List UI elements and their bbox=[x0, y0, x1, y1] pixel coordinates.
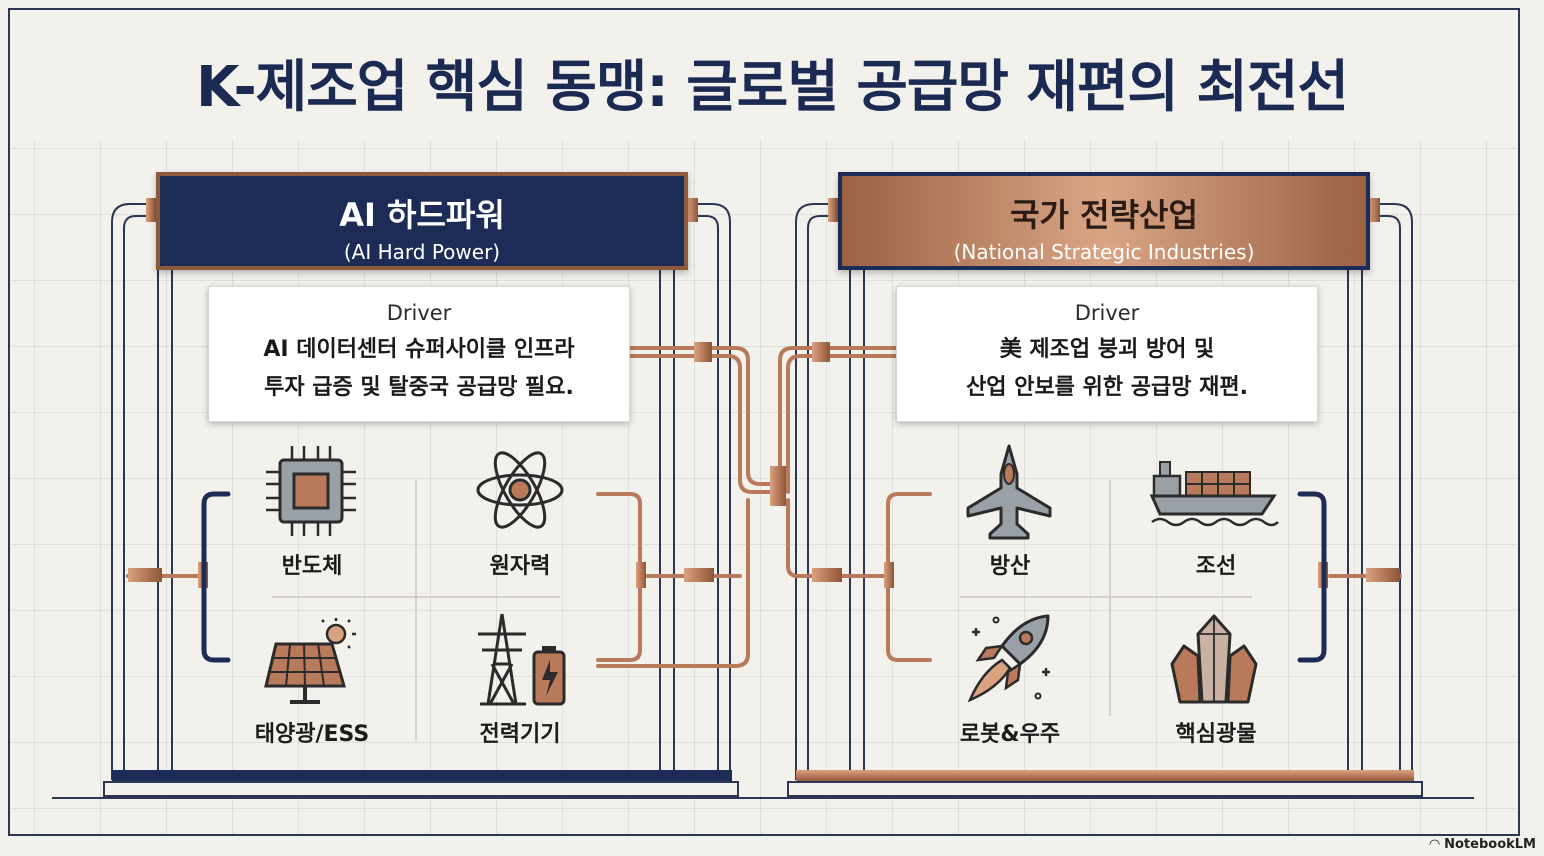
title-band bbox=[10, 10, 1518, 140]
driver-text-line1: AI 데이터센터 슈퍼사이클 인프라 bbox=[263, 337, 575, 362]
crystal-icon bbox=[1170, 614, 1258, 704]
item-label-nuclear: 원자력 bbox=[489, 554, 551, 579]
item-label-shipbuilding: 조선 bbox=[1195, 554, 1237, 579]
driver-label: Driver bbox=[386, 301, 452, 325]
driver-text-line1: 美 제조업 붕괴 방어 및 bbox=[999, 337, 1215, 362]
notebooklm-logo-icon: ◠ bbox=[1429, 837, 1445, 852]
atom-icon bbox=[476, 451, 564, 529]
item-label-critical-minerals: 핵심광물 bbox=[1175, 722, 1257, 747]
cargo-ship-icon bbox=[1150, 461, 1279, 527]
item-label-robot-space: 로봇&우주 bbox=[959, 722, 1061, 747]
header-title: AI 하드파워 bbox=[339, 196, 505, 234]
driver-text-line2: 산업 안보를 위한 공급망 재편. bbox=[966, 375, 1248, 400]
item-label-semiconductor: 반도체 bbox=[281, 554, 343, 579]
header-subtitle: (National Strategic Industries) bbox=[953, 240, 1255, 264]
watermark-text: NotebookLM bbox=[1444, 837, 1536, 852]
driver-label: Driver bbox=[1074, 301, 1140, 325]
driver-box-left: Driver AI 데이터센터 슈퍼사이클 인프라 투자 급증 및 탈중국 공급… bbox=[208, 286, 630, 422]
driver-box-right: Driver 美 제조업 붕괴 방어 및 산업 안보를 위한 공급망 재편. bbox=[896, 286, 1318, 422]
page-title: K-제조업 핵심 동맹: 글로벌 공급망 재편의 최전선 bbox=[195, 55, 1349, 120]
driver-text-line2: 투자 급증 및 탈중국 공급망 필요. bbox=[264, 375, 574, 400]
chip-icon bbox=[266, 446, 356, 536]
diagram-frame bbox=[8, 8, 1520, 836]
watermark: ◠ NotebookLM bbox=[1430, 837, 1536, 852]
header-ai-hard-power: AI 하드파워 (AI Hard Power) bbox=[156, 172, 688, 270]
header-title: 국가 전략산업 bbox=[1010, 196, 1198, 234]
fighter-jet-icon bbox=[966, 444, 1052, 540]
power-tower-icon bbox=[478, 613, 566, 706]
item-label-power-equipment: 전력기기 bbox=[479, 722, 561, 747]
rocket-icon bbox=[967, 614, 1050, 703]
item-label-solar-ess: 태양광/ESS bbox=[254, 722, 370, 747]
item-label-defense: 방산 bbox=[989, 554, 1031, 579]
header-subtitle: (AI Hard Power) bbox=[343, 240, 501, 264]
solar-panel-icon bbox=[264, 618, 356, 704]
header-national-strategic: 국가 전략산업 (National Strategic Industries) bbox=[838, 172, 1370, 270]
